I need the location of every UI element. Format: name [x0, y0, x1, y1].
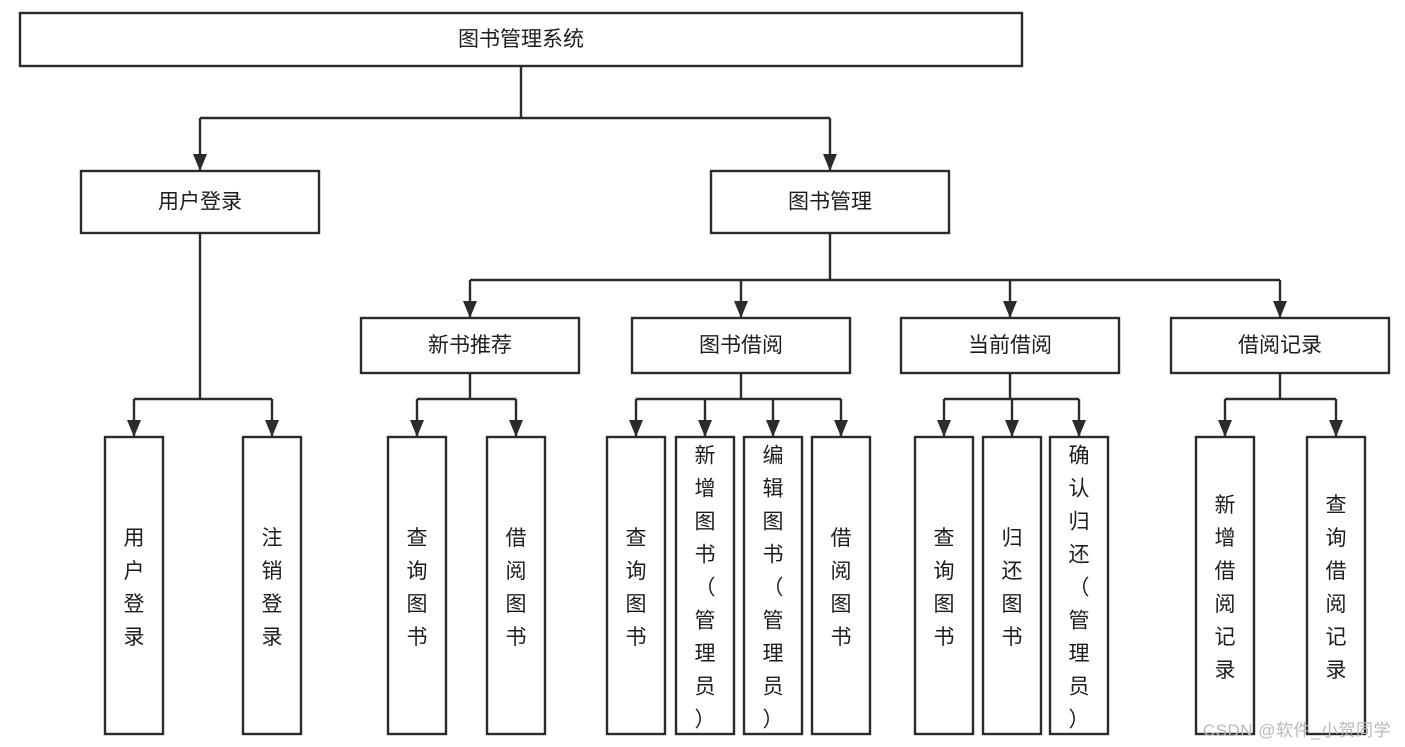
- arrow-head-icon: [937, 420, 951, 437]
- node-label-leaf-query-book-rec: 查询图书: [407, 527, 428, 649]
- node-box-leaf-logout[interactable]: [241, 435, 303, 736]
- node-label-leaf-user-login: 用户登录: [124, 527, 145, 649]
- node-label-leaf-borrow-book: 借阅图书: [831, 527, 852, 649]
- node-label-book-borrow: 图书借阅: [699, 334, 783, 357]
- node-label-leaf-query-book-borrow: 查询图书: [626, 527, 647, 649]
- node-box-leaf-confirm-return[interactable]: [1048, 435, 1110, 736]
- node-current-borrow[interactable]: 当前借阅: [899, 316, 1121, 375]
- node-box-book-manage[interactable]: [709, 169, 951, 235]
- node-box-leaf-query-book-current[interactable]: [913, 435, 975, 736]
- node-leaf-return-book[interactable]: 归还图书: [981, 435, 1043, 736]
- arrow-head-icon: [629, 420, 643, 437]
- arrow-head-icon: [265, 420, 279, 437]
- node-leaf-logout[interactable]: 注销登录: [241, 435, 303, 736]
- node-box-leaf-query-book-rec[interactable]: [386, 435, 448, 736]
- node-user-login[interactable]: 用户登录: [79, 169, 321, 235]
- node-label-leaf-borrow-book-rec: 借阅图书: [506, 527, 527, 649]
- node-root[interactable]: 图书管理系统: [18, 11, 1024, 68]
- node-label-new-book-rec: 新书推荐: [428, 334, 512, 357]
- node-leaf-query-book-current[interactable]: 查询图书: [913, 435, 975, 736]
- arrow-head-icon: [1218, 420, 1232, 437]
- node-box-leaf-add-borrow-record[interactable]: [1194, 435, 1256, 736]
- connector-layer: [127, 66, 1343, 437]
- node-box-leaf-borrow-book[interactable]: [810, 435, 872, 736]
- node-leaf-add-book[interactable]: 新增图书（管理员）: [674, 435, 736, 736]
- node-leaf-edit-book[interactable]: 编辑图书（管理员）: [742, 435, 804, 736]
- node-leaf-confirm-return[interactable]: 确认归还（管理员）: [1048, 435, 1110, 736]
- node-box-root[interactable]: [18, 11, 1024, 68]
- node-box-borrow-record[interactable]: [1169, 316, 1391, 375]
- arrow-head-icon: [734, 301, 748, 318]
- node-new-book-rec[interactable]: 新书推荐: [359, 316, 581, 375]
- arrow-head-icon: [127, 420, 141, 437]
- node-label-leaf-return-book: 归还图书: [1002, 527, 1023, 649]
- arrow-head-icon: [823, 154, 837, 171]
- node-box-leaf-add-book[interactable]: [674, 435, 736, 736]
- node-box-leaf-return-book[interactable]: [981, 435, 1043, 736]
- arrow-head-icon: [698, 420, 712, 437]
- node-label-user-login: 用户登录: [158, 191, 242, 214]
- node-box-leaf-user-login[interactable]: [103, 435, 165, 736]
- node-leaf-query-book-borrow[interactable]: 查询图书: [605, 435, 667, 736]
- node-label-leaf-query-book-current: 查询图书: [934, 527, 955, 649]
- node-box-leaf-query-borrow-record[interactable]: [1305, 435, 1367, 736]
- arrow-head-icon: [1072, 420, 1086, 437]
- node-label-leaf-confirm-return: 确认归还（管理员）: [1069, 445, 1090, 732]
- node-box-user-login[interactable]: [79, 169, 321, 235]
- node-box-new-book-rec[interactable]: [359, 316, 581, 375]
- node-label-leaf-edit-book: 编辑图书（管理员）: [763, 445, 784, 732]
- arrow-head-icon: [509, 420, 523, 437]
- arrow-head-icon: [766, 420, 780, 437]
- arrow-head-icon: [463, 301, 477, 318]
- node-label-leaf-add-book: 新增图书（管理员）: [695, 445, 716, 732]
- node-label-book-manage: 图书管理: [788, 191, 872, 214]
- node-borrow-record[interactable]: 借阅记录: [1169, 316, 1391, 375]
- node-book-borrow[interactable]: 图书借阅: [630, 316, 852, 375]
- node-box-leaf-borrow-book-rec[interactable]: [485, 435, 547, 736]
- arrow-head-icon: [1329, 420, 1343, 437]
- node-leaf-query-book-rec[interactable]: 查询图书: [386, 435, 448, 736]
- node-label-leaf-logout: 注销登录: [262, 527, 283, 649]
- node-box-leaf-query-book-borrow[interactable]: [605, 435, 667, 736]
- node-box-book-borrow[interactable]: [630, 316, 852, 375]
- arrow-head-icon: [410, 420, 424, 437]
- node-label-root: 图书管理系统: [458, 28, 584, 51]
- node-layer: 图书管理系统用户登录图书管理新书推荐图书借阅当前借阅借阅记录用户登录注销登录查询…: [18, 11, 1391, 736]
- arrow-head-icon: [834, 420, 848, 437]
- node-label-borrow-record: 借阅记录: [1238, 334, 1322, 357]
- arrow-head-icon: [193, 154, 207, 171]
- node-leaf-query-borrow-record[interactable]: 查询借阅记录: [1305, 435, 1367, 736]
- node-leaf-add-borrow-record[interactable]: 新增借阅记录: [1194, 435, 1256, 736]
- node-box-leaf-edit-book[interactable]: [742, 435, 804, 736]
- arrow-head-icon: [1005, 420, 1019, 437]
- node-label-leaf-query-borrow-record: 查询借阅记录: [1326, 494, 1347, 682]
- node-book-manage[interactable]: 图书管理: [709, 169, 951, 235]
- node-box-current-borrow[interactable]: [899, 316, 1121, 375]
- node-label-leaf-add-borrow-record: 新增借阅记录: [1215, 494, 1236, 682]
- arrow-head-icon: [1273, 301, 1287, 318]
- node-label-current-borrow: 当前借阅: [968, 334, 1052, 357]
- node-leaf-borrow-book-rec[interactable]: 借阅图书: [485, 435, 547, 736]
- arrow-head-icon: [1003, 301, 1017, 318]
- node-leaf-borrow-book[interactable]: 借阅图书: [810, 435, 872, 736]
- node-leaf-user-login[interactable]: 用户登录: [103, 435, 165, 736]
- watermark-label: CSDN @软件_小贺同学: [1202, 721, 1391, 740]
